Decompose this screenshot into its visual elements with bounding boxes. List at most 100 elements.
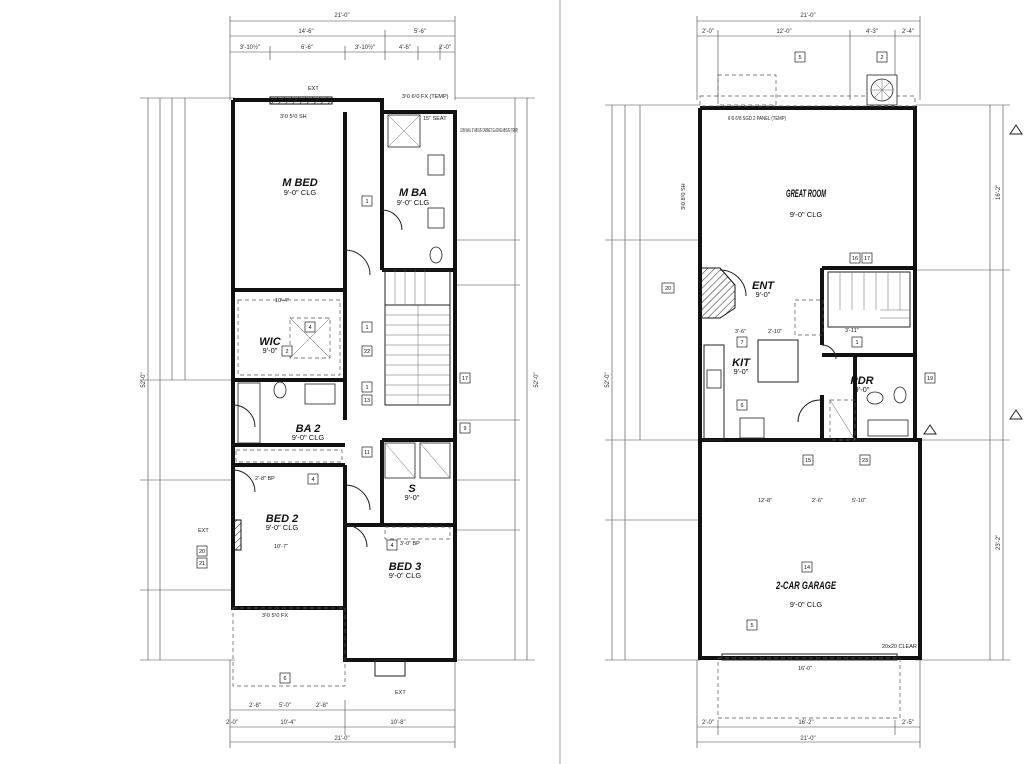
room-wic-ceiling: 9'-0" [263, 346, 278, 355]
tag-4-c: 4 [390, 543, 393, 549]
tag-13: 13 [364, 398, 370, 404]
second-bottom-dim-5: 2'-8" [316, 703, 328, 709]
second-bottom-dim-6: 2'-0" [226, 720, 238, 726]
first-right-dim-1: 16'-2" [996, 185, 1002, 200]
note-bottom-fx: 3¹0 5¹0 FX [262, 613, 288, 619]
second-overall-width-bottom: 21'-0" [334, 736, 349, 742]
first-bottom-dim-2: 16'-2" [798, 720, 813, 726]
room-ba-2-ceiling: 9'-0" CLG [292, 433, 325, 442]
second-bottom-dim-1: 10'-4" [280, 720, 295, 726]
tag-f-5-b: 5 [750, 623, 753, 629]
room-great-room: GREAT ROOM [786, 188, 826, 200]
note-wic-width: 10'-4" [275, 298, 289, 304]
second-bottom-dim-3: 2'-8" [249, 703, 261, 709]
second-overall-depth-right: 52'-0" [534, 372, 540, 387]
second-floor-tags: 1 1 1 2 4 4 4 6 9 11 13 17 20 21 22 [196, 195, 471, 684]
tag-f-19: 19 [927, 376, 933, 382]
first-overall-width-top: 21'-0" [800, 13, 815, 19]
first-bottom-dim-1: 2'-0" [702, 720, 714, 726]
note-sh-window: 3¹0 5¹0 SH [280, 114, 307, 120]
note-kit-dim-1: 3'-6" [735, 329, 746, 335]
room-ent-ceiling: 9'-0" [756, 290, 771, 299]
second-bottom-dim-4: 5'-0" [279, 703, 291, 709]
second-bottom-dim-2: 10'-8" [390, 720, 405, 726]
tag-12: 2 [285, 349, 288, 355]
room-garage: 2-CAR GARAGE [775, 580, 836, 592]
note-bed2-width: 10'-7" [274, 544, 288, 550]
tag-21: 21 [199, 561, 205, 567]
note-sgd: 6¹0 6¹8 SGD 2 PANEL (TEMP) [728, 116, 786, 122]
tag-f-16: 16 [852, 256, 858, 262]
room-garage-ceiling: 9'-0" CLG [790, 600, 823, 609]
note-garage-dim-1: 12'-8" [758, 498, 772, 504]
second-top-dim-6: 5'-6" [414, 29, 426, 35]
room-bed-3: BED 3 [389, 561, 421, 573]
tag-20: 20 [199, 549, 205, 555]
tag-f-2: 2 [880, 55, 883, 61]
second-top-dim-8: 2'-0" [439, 45, 451, 51]
tag-6: 6 [283, 676, 286, 682]
room-m-bed: M BED [282, 177, 318, 189]
note-ext-left: EXT [198, 528, 209, 534]
tag-22: 22 [364, 349, 370, 355]
first-floor-tags: 1 2 5 5 6 7 14 15 16 17 19 20 23 [661, 51, 936, 631]
first-floor-plan [605, 16, 1023, 748]
second-top-dim-2: 6'-6" [301, 45, 313, 51]
room-m-bed-ceiling: 9'-0" CLG [284, 188, 317, 197]
tag-f-6: 6 [740, 403, 743, 409]
tag-17: 17 [462, 376, 468, 382]
second-top-dim-1: 14'-6" [298, 29, 313, 35]
first-overall-width-bottom: 21'-0" [800, 736, 815, 742]
tag-9: 9 [463, 426, 466, 432]
tag-f-20: 20 [665, 286, 671, 292]
room-bed-3-ceiling: 9'-0" CLG [389, 571, 422, 580]
note-ext-top: EXT [308, 86, 319, 92]
first-top-dim-4: 2'-4" [902, 29, 914, 35]
second-overall-width-top: 21'-0" [334, 13, 349, 19]
tag-1-b: 1 [365, 325, 368, 331]
note-low-wall: LOW WALL 6" ABOVE CABINET GLAZING ABOVE … [460, 128, 518, 134]
tag-f-5-a: 5 [798, 55, 801, 61]
second-top-dim-7: 4'-6" [399, 45, 411, 51]
room-m-ba: M BA [399, 187, 427, 199]
tag-1-a: 1 [365, 199, 368, 205]
note-bed2-bp: 2'-8" BP [255, 476, 275, 482]
tag-f-15: 15 [805, 458, 811, 464]
note-garage-dim-3: 5'-10" [852, 498, 866, 504]
room-s-ceiling: 9'-0" [405, 493, 420, 502]
first-overall-depth-left: 52'-0" [605, 372, 611, 387]
note-fx-window: 3¹0 6¹0 FX (TEMP) [402, 94, 449, 100]
tag-1-c: 1 [365, 385, 368, 391]
first-bottom-dim-3: 2'-5" [902, 720, 914, 726]
room-ent: ENT [752, 280, 775, 292]
first-top-dim-2: 12'-0" [776, 29, 791, 35]
note-bed3-bp: 3'-0" BP [400, 541, 420, 547]
first-top-dim-1: 2'-0" [702, 29, 714, 35]
room-m-ba-ceiling: 9'-0" CLG [397, 198, 430, 207]
tag-f-14: 14 [804, 565, 810, 571]
room-ba-2: BA 2 [296, 423, 321, 435]
room-great-room-ceiling: 9'-0" CLG [790, 210, 823, 219]
second-overall-depth-left: 52'-0" [141, 372, 147, 387]
room-pdr-ceiling: 9'-0" [855, 385, 870, 394]
first-top-dim-3: 4'-3" [866, 29, 878, 35]
note-garage-dim-2: 2'-6" [812, 498, 823, 504]
room-pdr: PDR [850, 375, 873, 387]
tag-f-17: 17 [864, 256, 870, 262]
note-stair-dim: 3'-11" [845, 328, 859, 334]
second-top-dim-5: 3'-10½" [355, 44, 375, 51]
second-floor-plan [140, 16, 535, 748]
tag-11: 11 [364, 450, 370, 456]
room-bed-2: BED 2 [266, 513, 298, 525]
note-seat: 15" SEAT [423, 116, 447, 122]
second-top-dim-3: 3'-10½" [240, 44, 260, 51]
first-right-dim-2: 23'-2" [996, 535, 1002, 550]
room-bed-2-ceiling: 9'-0" CLG [266, 523, 299, 532]
tag-f-1: 1 [855, 340, 858, 346]
room-s: S [408, 483, 416, 495]
note-garage-door: 16'-0" [798, 666, 812, 672]
note-kit-dim-2: 2'-10" [768, 329, 782, 335]
tag-4-b: 4 [311, 477, 314, 483]
note-ext-bottom: EXT [395, 690, 406, 696]
